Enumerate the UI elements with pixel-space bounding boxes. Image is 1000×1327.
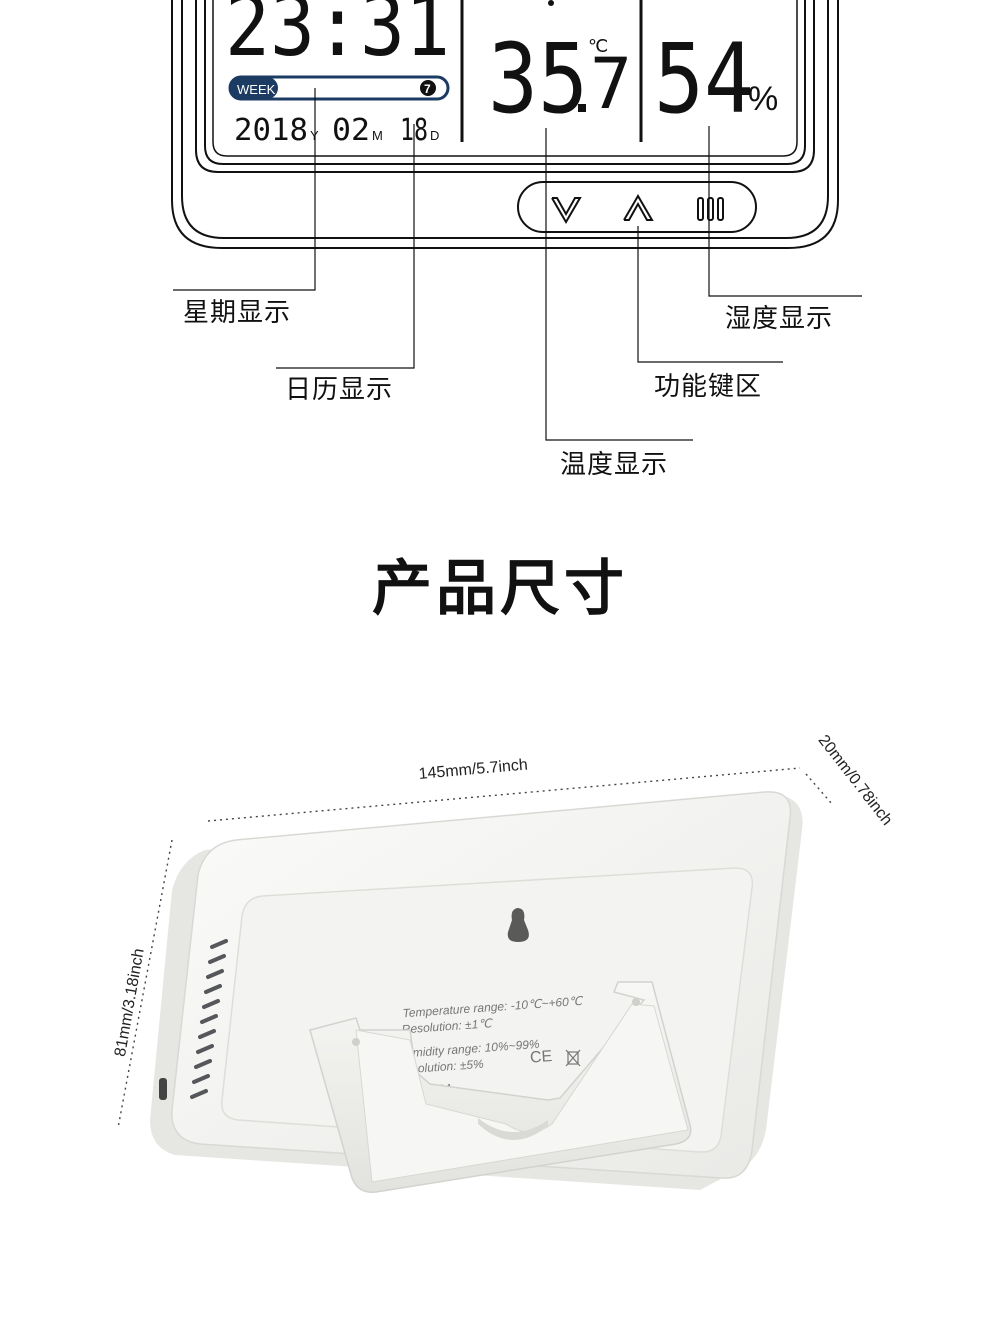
label-ce-mark: CE	[529, 1048, 552, 1067]
leader-temperature	[545, 128, 693, 441]
date-month-unit: M	[372, 128, 383, 143]
time-display: 23:31	[225, 0, 450, 75]
leader-week	[173, 88, 316, 291]
week-label: WEEK	[237, 82, 276, 97]
callout-temperature: 温度显示	[560, 450, 669, 480]
humidity-value: 54	[654, 23, 754, 135]
callout-week: 星期显示	[183, 298, 292, 328]
week-day: 7	[424, 82, 431, 96]
date-year: 2018	[234, 113, 308, 148]
label-temp-resolution: Resolution: ±1℃	[401, 1016, 493, 1036]
leader-humidity	[708, 126, 862, 297]
leader-calendar	[276, 124, 415, 369]
section-title: 产品尺寸	[372, 554, 628, 624]
date-month: 02	[332, 113, 370, 148]
temperature-integer: 35	[488, 23, 588, 135]
leader-function	[637, 226, 783, 363]
kickstand	[309, 981, 692, 1193]
temperature-decimal: 7	[590, 43, 632, 125]
date-day-unit: D	[430, 128, 439, 143]
humidity-unit: %	[748, 80, 778, 118]
up-arrow-icon[interactable]	[623, 194, 654, 221]
menu-icon[interactable]	[697, 197, 724, 221]
callout-calendar: 日历显示	[285, 375, 394, 405]
weee-bin-icon	[565, 1049, 581, 1067]
callout-humidity: 湿度显示	[725, 304, 834, 334]
callout-function-keys: 功能键区	[654, 372, 763, 402]
product-back-illustration: Temperature range: -10℃~+60℃ Resolution:…	[117, 767, 833, 1193]
lcd-diagram: 23:31 WEEK 7 2018 Y 02 M 18 D 35 ℃ 7 54 …	[171, 0, 862, 441]
temperature-unit: ℃	[588, 36, 608, 56]
down-arrow-icon[interactable]	[551, 197, 582, 224]
